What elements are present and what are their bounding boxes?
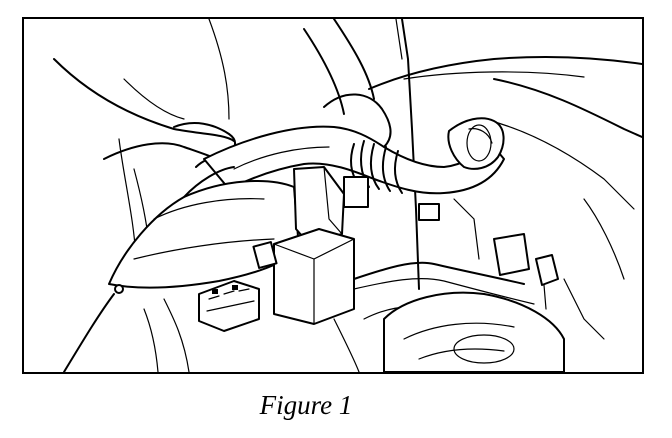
figure-frame <box>22 17 644 374</box>
duct-elbow <box>447 117 505 170</box>
engine-block <box>383 291 565 372</box>
figure-caption: Figure 1 <box>259 390 353 420</box>
left-arm <box>53 58 235 142</box>
fender-outline <box>368 55 642 90</box>
engine-bay-illustration <box>53 19 642 372</box>
hood-prop-rod <box>401 19 420 290</box>
right-arm <box>303 28 345 115</box>
wiring-harness <box>353 261 525 285</box>
sensor-connector <box>535 254 559 286</box>
air-cleaner-housing <box>108 180 300 289</box>
